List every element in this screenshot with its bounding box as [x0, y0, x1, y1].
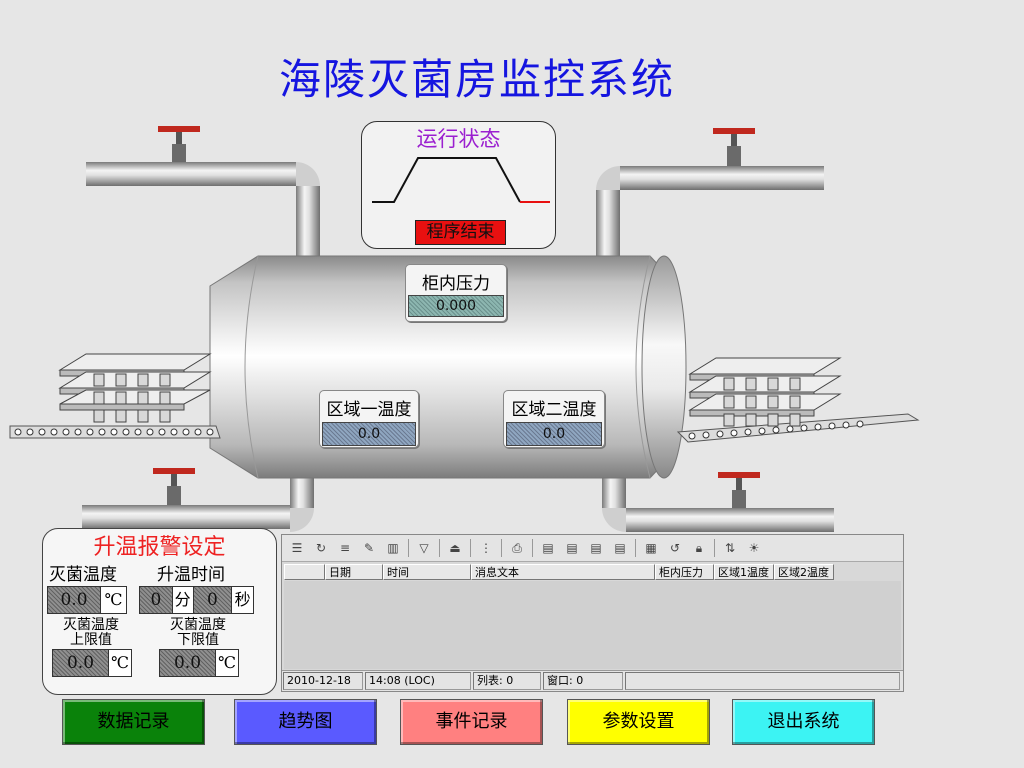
run-status-state: 程序结束 — [415, 220, 506, 245]
toolbar-separator — [635, 539, 636, 557]
data-record-button[interactable]: 数据记录 — [62, 699, 205, 745]
alarm-grid-header: 日期 时间 消息文本 柜内压力 区域1温度 区域2温度 — [284, 564, 834, 580]
lower-limit-field[interactable]: 0.0 ℃ — [159, 649, 239, 677]
upper-limit-label-line2: 上限值 — [70, 632, 112, 648]
lower-limit-label: 灭菌温度 下限值 — [155, 618, 241, 648]
sterilize-temp-label: 灭菌温度 — [49, 565, 117, 585]
upper-limit-unit: ℃ — [108, 650, 131, 676]
sterilize-temp-value[interactable]: 0.0 — [48, 587, 100, 613]
toolbar-separator — [408, 539, 409, 557]
toolbar-reload-icon[interactable]: ↺ — [669, 541, 681, 555]
column-header-zone1-temp[interactable]: 区域1温度 — [714, 564, 774, 580]
column-header-time[interactable]: 时间 — [383, 564, 471, 580]
toolbar-columns-icon[interactable]: ≡ — [339, 541, 351, 555]
toolbar-first-page-icon[interactable]: ▤ — [542, 541, 554, 555]
valve-bottom-left — [153, 468, 195, 505]
alarm-message-view: ☰ ↻ ≡ ✎ ▥ ▽ ⏏ ⋮ ⎙ ▤ ▤ ▤ ▤ ▦ ↺ 🔒︎ ⇅ ☀ 日期 … — [281, 534, 904, 692]
toolbar-list-icon[interactable]: ☰ — [291, 541, 303, 555]
zone2-temp-label: 区域二温度 — [511, 400, 597, 420]
lower-limit-label-line1: 灭菌温度 — [170, 617, 226, 633]
upper-limit-label-line1: 灭菌温度 — [63, 617, 119, 633]
status-window-count: 窗口: 0 — [543, 672, 623, 690]
tray-stack-right — [688, 357, 842, 427]
toolbar-separator — [501, 539, 502, 557]
pressure-tag: 柜内压力 0.000 — [405, 264, 507, 322]
lower-limit-label-line2: 下限值 — [177, 632, 219, 648]
heatup-minutes-value[interactable]: 0 — [140, 587, 172, 613]
upper-limit-value[interactable]: 0.0 — [53, 650, 108, 676]
valve-top-left — [158, 126, 200, 162]
toolbar-prev-page-icon[interactable]: ▤ — [566, 541, 578, 555]
alarm-panel-title: 升温报警设定 — [93, 535, 226, 560]
alarm-list-body[interactable] — [284, 581, 901, 669]
zone1-temp-label: 区域一温度 — [326, 400, 412, 420]
exit-system-button[interactable]: 退出系统 — [732, 699, 875, 745]
conveyor-right — [676, 413, 920, 443]
upper-limit-field[interactable]: 0.0 ℃ — [52, 649, 132, 677]
heatup-alarm-settings-panel: 升温报警设定 灭菌温度 升温时间 0.0 ℃ 0 分 0 秒 灭菌温度 上限值 … — [42, 528, 277, 695]
zone2-temp-value: 0.0 — [506, 422, 602, 446]
column-header-date[interactable]: 日期 — [325, 564, 383, 580]
lower-limit-value[interactable]: 0.0 — [160, 650, 215, 676]
heatup-seconds-value[interactable]: 0 — [192, 587, 232, 613]
toolbar-separator — [470, 539, 471, 557]
zone1-temp-value: 0.0 — [322, 422, 416, 446]
trend-chart-button[interactable]: 趋势图 — [234, 699, 377, 745]
run-status-profile-graph — [372, 157, 550, 203]
sterilize-temp-unit: ℃ — [100, 587, 126, 613]
event-record-button[interactable]: 事件记录 — [400, 699, 543, 745]
parameter-settings-button[interactable]: 参数设置 — [567, 699, 710, 745]
column-header-index[interactable] — [284, 564, 325, 580]
status-date: 2010-12-18 — [283, 672, 363, 690]
lower-limit-unit: ℃ — [215, 650, 238, 676]
toolbar-details-icon[interactable]: ⋮ — [480, 541, 492, 555]
toolbar-filter-icon[interactable]: ▽ — [419, 541, 429, 555]
alarm-statusbar: 2010-12-18 14:08 (LOC) 列表: 0 窗口: 0 — [282, 670, 903, 691]
page-title: 海陵灭菌房监控系统 — [278, 55, 675, 104]
run-status-panel: 运行状态 程序结束 — [361, 121, 556, 249]
pipe-bottom-right — [602, 478, 834, 532]
sterilize-temp-field[interactable]: 0.0 ℃ — [47, 586, 127, 614]
column-header-zone2-temp[interactable]: 区域2温度 — [774, 564, 834, 580]
toolbar-stats-icon[interactable]: ▥ — [387, 541, 399, 555]
valve-top-right — [713, 128, 755, 166]
toolbar-acknowledge-icon[interactable]: ⏏ — [449, 541, 461, 555]
toolbar-refresh-icon[interactable]: ↻ — [315, 541, 327, 555]
pipe-top-left — [86, 162, 320, 256]
column-header-pressure[interactable]: 柜内压力 — [655, 564, 714, 580]
pressure-value: 0.000 — [408, 295, 504, 317]
toolbar-time-icon[interactable]: ☀ — [748, 541, 760, 555]
toolbar-separator — [714, 539, 715, 557]
column-header-message[interactable]: 消息文本 — [471, 564, 655, 580]
pipe-bottom-left — [82, 478, 314, 532]
toolbar-separator — [532, 539, 533, 557]
toolbar-last-page-icon[interactable]: ▤ — [614, 541, 626, 555]
heatup-time-field[interactable]: 0 分 0 秒 — [139, 586, 254, 614]
toolbar-next-page-icon[interactable]: ▤ — [590, 541, 602, 555]
toolbar-separator — [439, 539, 440, 557]
toolbar-lock-icon[interactable]: 🔒︎ — [695, 540, 703, 555]
valve-bottom-right — [718, 472, 760, 508]
conveyor-left — [9, 425, 221, 439]
toolbar-sort-icon[interactable]: ⇅ — [724, 541, 736, 555]
toolbar-edit-list-icon[interactable]: ✎ — [363, 541, 375, 555]
heatup-time-label: 升温时间 — [157, 565, 225, 585]
alarm-toolbar: ☰ ↻ ≡ ✎ ▥ ▽ ⏏ ⋮ ⎙ ▤ ▤ ▤ ▤ ▦ ↺ 🔒︎ ⇅ ☀ — [282, 535, 903, 562]
tray-stack-left — [58, 353, 212, 423]
pipe-top-right — [596, 166, 824, 256]
zone2-temp-tag: 区域二温度 0.0 — [503, 390, 605, 448]
seconds-unit: 秒 — [231, 587, 253, 613]
toolbar-print-icon[interactable]: ⎙ — [512, 540, 522, 555]
minutes-unit: 分 — [171, 587, 193, 613]
zone1-temp-tag: 区域一温度 0.0 — [319, 390, 419, 448]
status-time: 14:08 (LOC) — [365, 672, 471, 690]
toolbar-export-icon[interactable]: ▦ — [645, 541, 657, 555]
status-list-count: 列表: 0 — [473, 672, 541, 690]
pressure-label: 柜内压力 — [422, 274, 490, 294]
run-status-title: 运行状态 — [416, 127, 501, 151]
status-empty-pane — [625, 672, 900, 690]
upper-limit-label: 灭菌温度 上限值 — [51, 618, 131, 648]
